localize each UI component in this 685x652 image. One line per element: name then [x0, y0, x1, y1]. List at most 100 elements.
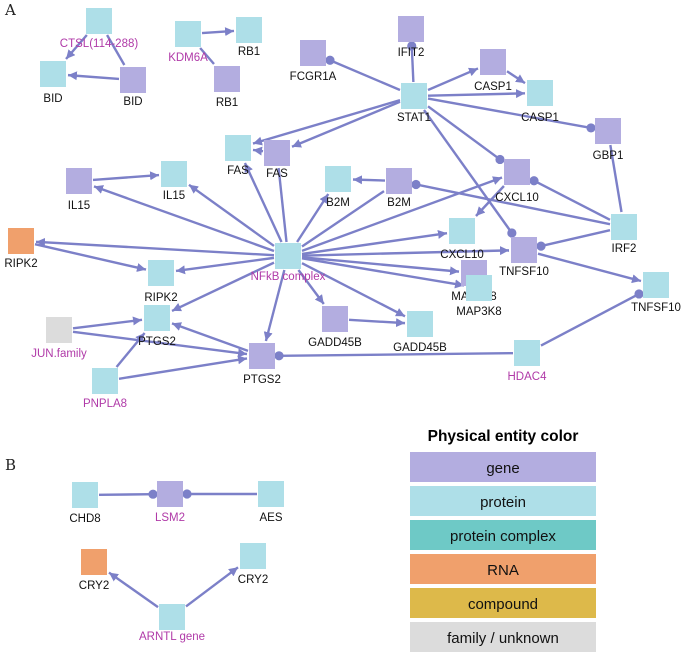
node-nfkb[interactable]: NFkB complex — [251, 243, 326, 283]
node-ptgs2_p[interactable]: PTGS2 — [138, 305, 176, 348]
node-box-hdac4[interactable] — [514, 340, 540, 366]
node-kdm6a[interactable]: KDM6A — [168, 21, 208, 64]
edge-nfkb-to-gadd45b_g — [297, 269, 325, 305]
node-irf2[interactable]: IRF2 — [611, 214, 637, 255]
node-box-il15_g[interactable] — [66, 168, 92, 194]
node-box-ctsl[interactable] — [86, 8, 112, 34]
node-b2m_g[interactable]: B2M — [386, 168, 412, 209]
edge-irf2-to-b2m_g — [415, 183, 611, 226]
node-box-fas_g[interactable] — [264, 140, 290, 166]
node-ptgs2_g[interactable]: PTGS2 — [243, 343, 281, 386]
edge-inhibition-dot-irf2-to-cxcl10_g — [529, 176, 539, 186]
edge-inhibition-dot-stat1-to-ifit2 — [407, 41, 417, 51]
node-box-ptgs2_g[interactable] — [249, 343, 275, 369]
edge-stat1-to-cxcl10_g — [427, 105, 501, 161]
node-box-kdm6a[interactable] — [175, 21, 201, 47]
node-box-cry2_p[interactable] — [240, 543, 266, 569]
node-bid_p[interactable]: BID — [40, 61, 66, 105]
node-box-il15_p[interactable] — [161, 161, 187, 187]
edge-pnpla8-to-ptgs2_g — [118, 355, 248, 380]
node-box-rb1_g[interactable] — [214, 66, 240, 92]
node-box-b2m_p[interactable] — [325, 166, 351, 192]
node-bid_g[interactable]: BID — [120, 67, 146, 108]
node-box-bid_g[interactable] — [120, 67, 146, 93]
node-box-gbp1[interactable] — [595, 118, 621, 144]
node-box-ripk2_rna[interactable] — [8, 228, 34, 254]
node-ripk2_rna[interactable]: RIPK2 — [4, 228, 38, 270]
node-map3k8_p[interactable]: MAP3K8 — [456, 275, 502, 318]
node-box-cxcl10_p[interactable] — [449, 218, 475, 244]
node-box-tnfsf10_g[interactable] — [511, 237, 537, 263]
node-box-pnpla8[interactable] — [92, 368, 118, 394]
node-box-bid_p[interactable] — [40, 61, 66, 87]
node-cry2_p[interactable]: CRY2 — [238, 543, 268, 586]
node-gadd45b_g[interactable]: GADD45B — [308, 306, 362, 349]
edge-nfkb-to-cxcl10_p — [301, 229, 448, 256]
node-hdac4[interactable]: HDAC4 — [508, 340, 548, 383]
node-cry2_rna[interactable]: CRY2 — [79, 549, 109, 592]
node-b2m_p[interactable]: B2M — [325, 166, 351, 209]
node-box-aes[interactable] — [258, 481, 284, 507]
node-box-b2m_g[interactable] — [386, 168, 412, 194]
node-cxcl10_g[interactable]: CXCL10 — [495, 159, 539, 204]
node-box-cxcl10_g[interactable] — [504, 159, 530, 185]
node-label-cry2_rna: CRY2 — [79, 580, 109, 592]
node-box-cry2_rna[interactable] — [81, 549, 107, 575]
node-rb1_p[interactable]: RB1 — [236, 17, 262, 58]
node-ctsl[interactable]: CTSL(114-288) — [60, 8, 139, 50]
node-label-gadd45b_p: GADD45B — [393, 342, 447, 354]
node-box-ptgs2_p[interactable] — [144, 305, 170, 331]
node-box-irf2[interactable] — [611, 214, 637, 240]
node-arntl[interactable]: ARNTL gene — [139, 604, 205, 643]
node-il15_g[interactable]: IL15 — [66, 168, 92, 212]
node-gbp1[interactable]: GBP1 — [593, 118, 624, 162]
node-box-jun[interactable] — [46, 317, 72, 343]
node-jun[interactable]: JUN.family — [31, 317, 87, 360]
node-box-lsm2[interactable] — [157, 481, 183, 507]
node-ifit2[interactable]: IFIT2 — [398, 16, 425, 59]
node-box-stat1[interactable] — [401, 83, 427, 109]
node-rb1_g[interactable]: RB1 — [214, 66, 240, 109]
legend-label-protein: protein — [480, 494, 526, 511]
node-pnpla8[interactable]: PNPLA8 — [83, 368, 127, 410]
node-fcgr1a[interactable]: FCGR1A — [290, 40, 337, 83]
node-cxcl10_p[interactable]: CXCL10 — [440, 218, 484, 261]
node-gadd45b_p[interactable]: GADD45B — [393, 311, 447, 354]
node-box-gadd45b_g[interactable] — [322, 306, 348, 332]
node-tnfsf10_p[interactable]: TNFSF10 — [631, 272, 681, 314]
node-box-nfkb[interactable] — [275, 243, 301, 269]
node-casp1_p[interactable]: CASP1 — [521, 80, 559, 124]
node-label-bid_p: BID — [43, 93, 62, 105]
node-box-ripk2_p[interactable] — [148, 260, 174, 286]
node-box-tnfsf10_p[interactable] — [643, 272, 669, 298]
node-lsm2[interactable]: LSM2 — [155, 481, 185, 524]
node-box-fas_p[interactable] — [225, 135, 251, 161]
edge-ripk2_rna-to-ripk2_p — [34, 243, 147, 272]
node-casp1_g[interactable]: CASP1 — [474, 49, 512, 93]
node-box-map3k8_p[interactable] — [466, 275, 492, 301]
node-ripk2_p[interactable]: RIPK2 — [144, 260, 178, 304]
edge-jun-to-ptgs2_p — [72, 316, 143, 330]
node-il15_p[interactable]: IL15 — [161, 161, 187, 202]
node-box-chd8[interactable] — [72, 482, 98, 508]
node-label-fcgr1a: FCGR1A — [290, 71, 337, 83]
edge-stat1-to-casp1_g — [427, 67, 479, 92]
node-box-casp1_g[interactable] — [480, 49, 506, 75]
node-box-arntl[interactable] — [159, 604, 185, 630]
node-stat1[interactable]: STAT1 — [397, 83, 431, 124]
node-box-casp1_p[interactable] — [527, 80, 553, 106]
node-box-fcgr1a[interactable] — [300, 40, 326, 66]
node-fas_g[interactable]: FAS — [264, 140, 290, 180]
node-box-ifit2[interactable] — [398, 16, 424, 42]
node-aes[interactable]: AES — [258, 481, 284, 524]
node-label-hdac4: HDAC4 — [508, 371, 548, 383]
node-box-gadd45b_p[interactable] — [407, 311, 433, 337]
node-tnfsf10_g[interactable]: TNFSF10 — [499, 237, 549, 278]
node-box-rb1_p[interactable] — [236, 17, 262, 43]
node-chd8[interactable]: CHD8 — [69, 482, 101, 525]
node-label-cry2_p: CRY2 — [238, 574, 268, 586]
node-fas_p[interactable]: FAS — [225, 135, 251, 177]
edge-b2m_g-to-b2m_p — [352, 175, 386, 185]
edge-gadd45b_g-to-gadd45b_p — [348, 318, 406, 328]
